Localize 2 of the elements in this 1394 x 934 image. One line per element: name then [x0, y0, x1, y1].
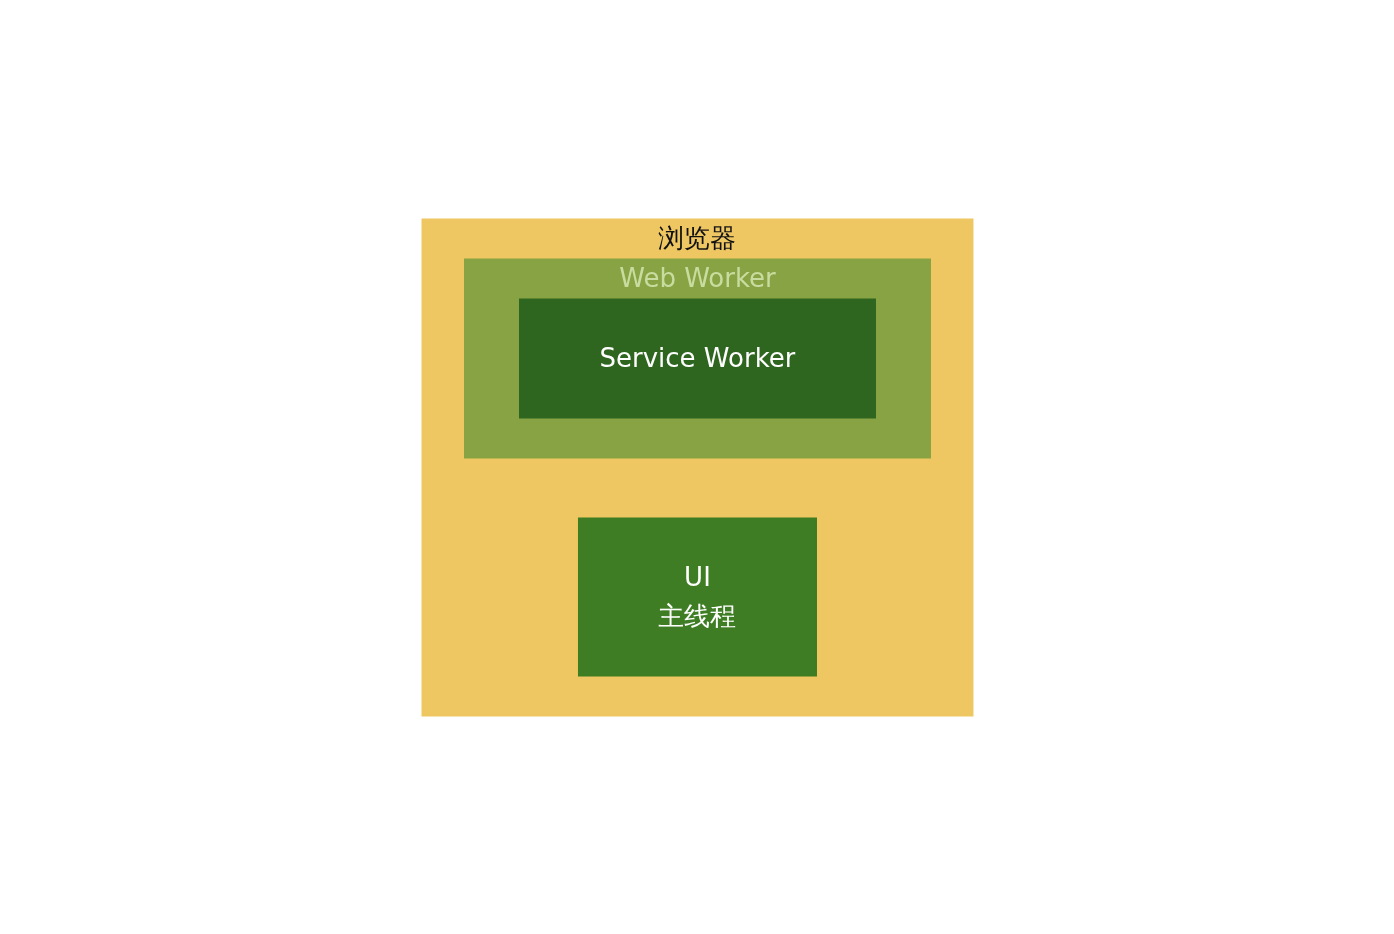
node-box: UI 主线程 [577, 517, 817, 676]
node-box: Service Worker [518, 298, 876, 418]
